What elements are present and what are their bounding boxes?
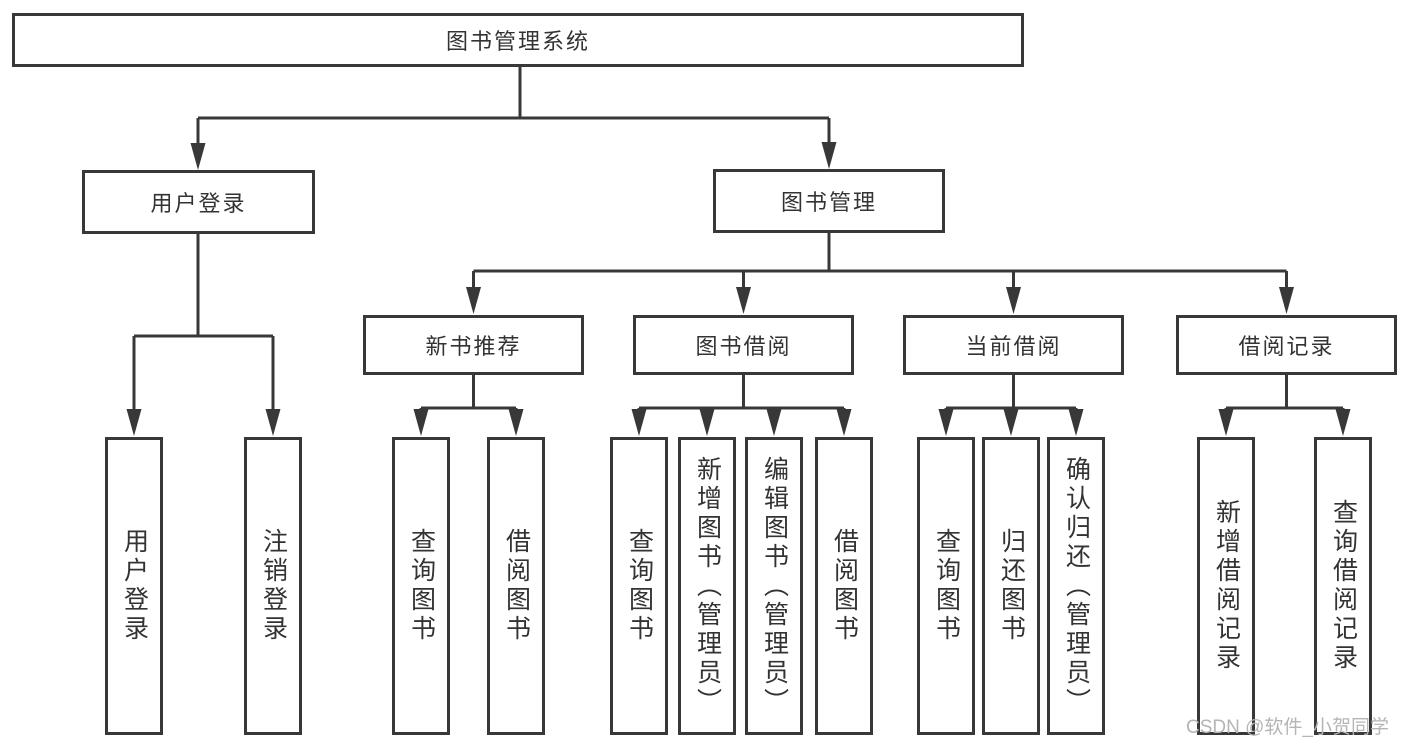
leaf-records-add-record: 新增借阅记录 — [1197, 437, 1255, 735]
leaf-borrowing-edit-books-admin: 编辑图书（管理员） — [745, 437, 803, 735]
node-label: 查询借阅记录 — [1329, 499, 1358, 673]
connector-user-login-children — [126, 234, 281, 436]
leaf-current-confirm-return-admin: 确认归还（管理员） — [1047, 437, 1105, 735]
leaf-borrowing-add-books-admin: 新增图书（管理员） — [678, 437, 736, 735]
node-book-borrowing: 图书借阅 — [633, 315, 854, 375]
node-label: 归还图书 — [997, 528, 1026, 644]
node-label: 新书推荐 — [425, 334, 522, 359]
leaf-current-return-books: 归还图书 — [982, 437, 1040, 735]
leaf-user-login: 用户登录 — [105, 437, 163, 735]
connector-borrow-records-children — [1218, 375, 1351, 436]
leaf-current-query-books: 查询图书 — [917, 437, 975, 735]
node-label: 用户登录 — [150, 191, 247, 216]
connector-book-management-children — [466, 233, 1294, 314]
leaf-recommend-borrow-books: 借阅图书 — [487, 437, 545, 735]
node-label: 查询图书 — [932, 528, 961, 644]
node-label: 注销登录 — [259, 528, 288, 644]
node-label: 图书借阅 — [695, 334, 792, 359]
connector-new-book-recommend-children — [413, 375, 524, 436]
leaf-logout: 注销登录 — [244, 437, 302, 735]
node-label: 编辑图书（管理员） — [760, 455, 789, 717]
node-label: 查询图书 — [625, 528, 654, 644]
node-label: 借阅图书 — [830, 528, 859, 644]
leaf-borrowing-query-books: 查询图书 — [610, 437, 668, 735]
node-label: 新增图书（管理员） — [693, 455, 722, 717]
node-current-borrowing: 当前借阅 — [903, 315, 1124, 375]
connector-root-to-level2 — [190, 67, 837, 170]
leaf-records-query-record: 查询借阅记录 — [1314, 437, 1372, 735]
node-book-management: 图书管理 — [713, 169, 945, 233]
node-label: 确认归还（管理员） — [1062, 455, 1091, 717]
node-label: 用户登录 — [120, 528, 149, 644]
node-borrow-records: 借阅记录 — [1176, 315, 1397, 375]
node-label: 图书管理 — [780, 190, 877, 215]
leaf-recommend-query-books: 查询图书 — [392, 437, 450, 735]
connector-book-borrowing-children — [631, 375, 852, 436]
node-label: 当前借阅 — [965, 334, 1062, 359]
node-label: 借阅记录 — [1238, 334, 1335, 359]
node-label: 新增借阅记录 — [1212, 499, 1241, 673]
connector-current-borrowing-children — [938, 375, 1084, 436]
node-label: 查询图书 — [407, 528, 436, 644]
watermark: CSDN @软件_小贺同学 — [1186, 717, 1389, 738]
leaf-borrowing-borrow-books: 借阅图书 — [815, 437, 873, 735]
node-label: 借阅图书 — [502, 528, 531, 644]
node-root: 图书管理系统 — [12, 13, 1024, 67]
node-user-login: 用户登录 — [82, 170, 315, 234]
node-label: 图书管理系统 — [445, 29, 590, 54]
node-new-book-recommend: 新书推荐 — [363, 315, 584, 375]
